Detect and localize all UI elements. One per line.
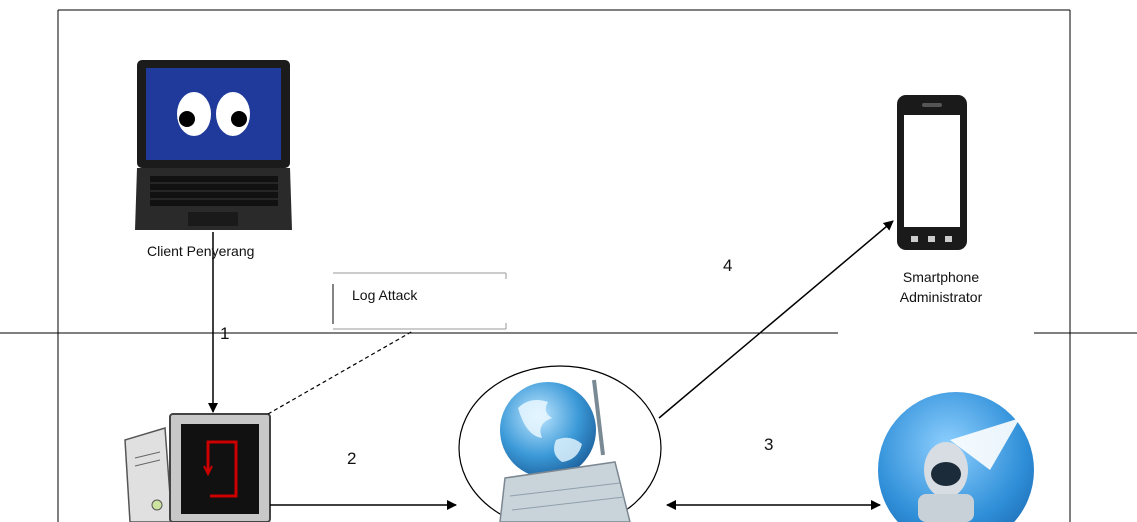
edge-label-3: 3 (764, 435, 774, 454)
outer-frame (57, 9, 1071, 522)
log-attack-box (332, 272, 507, 330)
telegram-bot-icon (878, 392, 1034, 522)
smartphone-label: Smartphone (902, 269, 980, 285)
smartphone-icon (897, 95, 967, 250)
administrator-label: Administrator (899, 289, 983, 305)
server-computer-icon (124, 413, 271, 522)
log-connector (267, 330, 414, 415)
edge-label-2: 2 (347, 449, 357, 468)
edge-label-1: 1 (220, 324, 230, 343)
arrow-4 (658, 220, 894, 419)
edge-label-4: 4 (723, 256, 733, 275)
wireless-router-globe-icon (458, 365, 662, 522)
client-label: Client Penyerang (147, 243, 255, 259)
laptop-eyes-icon (135, 60, 292, 230)
log-attack-label: Log Attack (352, 287, 418, 303)
